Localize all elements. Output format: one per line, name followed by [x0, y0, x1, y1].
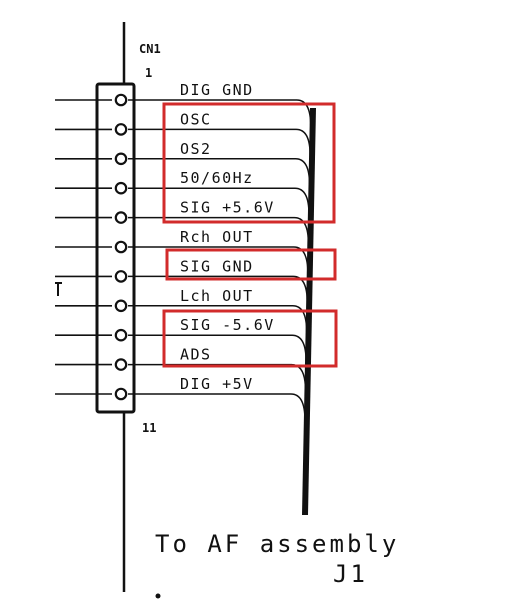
- caption-line-2: J1: [333, 560, 368, 588]
- pin-circle: [114, 152, 128, 166]
- pin-wire: [128, 393, 306, 421]
- pin-circle: [114, 328, 128, 342]
- pin-label: DIG +5V: [180, 375, 254, 393]
- highlight-box-sig-gnd: [165, 248, 337, 281]
- pin-wire: [128, 128, 311, 156]
- pin-label: 50/60Hz: [180, 169, 254, 187]
- pin-circle: [114, 211, 128, 224]
- caption-line-1: To AF assembly: [155, 530, 399, 558]
- pin-label: OSC: [180, 110, 212, 128]
- pin-label: DIG GND: [180, 81, 254, 99]
- pin-label: OS2: [180, 140, 212, 158]
- pin-label: Rch OUT: [180, 228, 254, 246]
- connector-name: CN1: [139, 42, 161, 56]
- scan-speck: [155, 593, 161, 599]
- pin-label: SIG +5.6V: [180, 199, 275, 217]
- pin-circle: [114, 123, 128, 136]
- pin-label: SIG GND: [180, 257, 254, 275]
- pin-wire: [128, 334, 307, 362]
- highlight-box-signals-bottom: [162, 309, 338, 368]
- pin-label: ADS: [180, 346, 212, 364]
- pin-circle: [114, 299, 128, 313]
- pin-circle: [114, 387, 128, 401]
- pin-circle: [114, 358, 128, 371]
- pin-circle: [114, 93, 128, 107]
- pin-label: Lch OUT: [180, 287, 254, 305]
- pin-circle: [114, 240, 128, 254]
- connector-last-pin: 11: [142, 421, 156, 435]
- connector-first-pin: 1: [145, 66, 152, 80]
- pin-label: SIG -5.6V: [180, 316, 275, 334]
- highlight-box-signals-top: [162, 102, 336, 224]
- pin-marker-left: [55, 282, 62, 296]
- pin-circle: [114, 270, 128, 283]
- pin-circle: [114, 181, 128, 195]
